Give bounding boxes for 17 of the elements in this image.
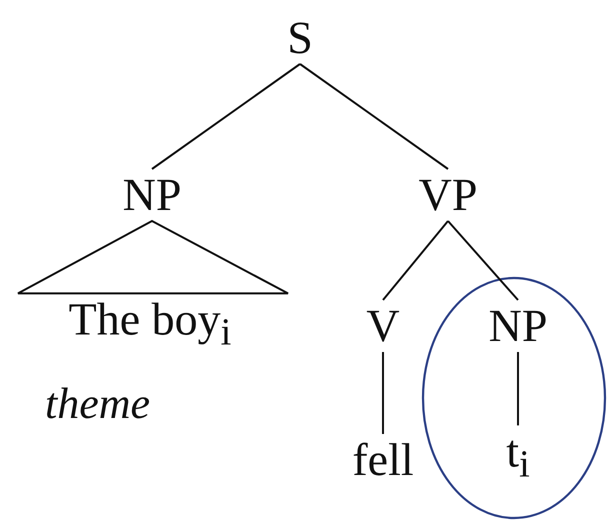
word-label: t$_{i}$ [506,425,530,491]
category-label: S [287,12,313,64]
category-label: VP [418,169,478,221]
tree-branch [517,352,519,426]
word-label: The boy$_{i}$ [68,293,232,359]
tree-branch [382,220,449,301]
tree-branch [382,352,384,434]
roof-triangle [17,220,289,294]
highlight-ellipse [421,276,607,520]
category-label: V [366,300,400,352]
tree-branch [151,63,301,170]
tree-branch [299,63,449,170]
category-label: NP [122,169,182,221]
role-label: theme [45,378,150,429]
word-label: fell [352,434,414,486]
category-label: NP [488,300,548,352]
tree-branch [447,220,519,301]
